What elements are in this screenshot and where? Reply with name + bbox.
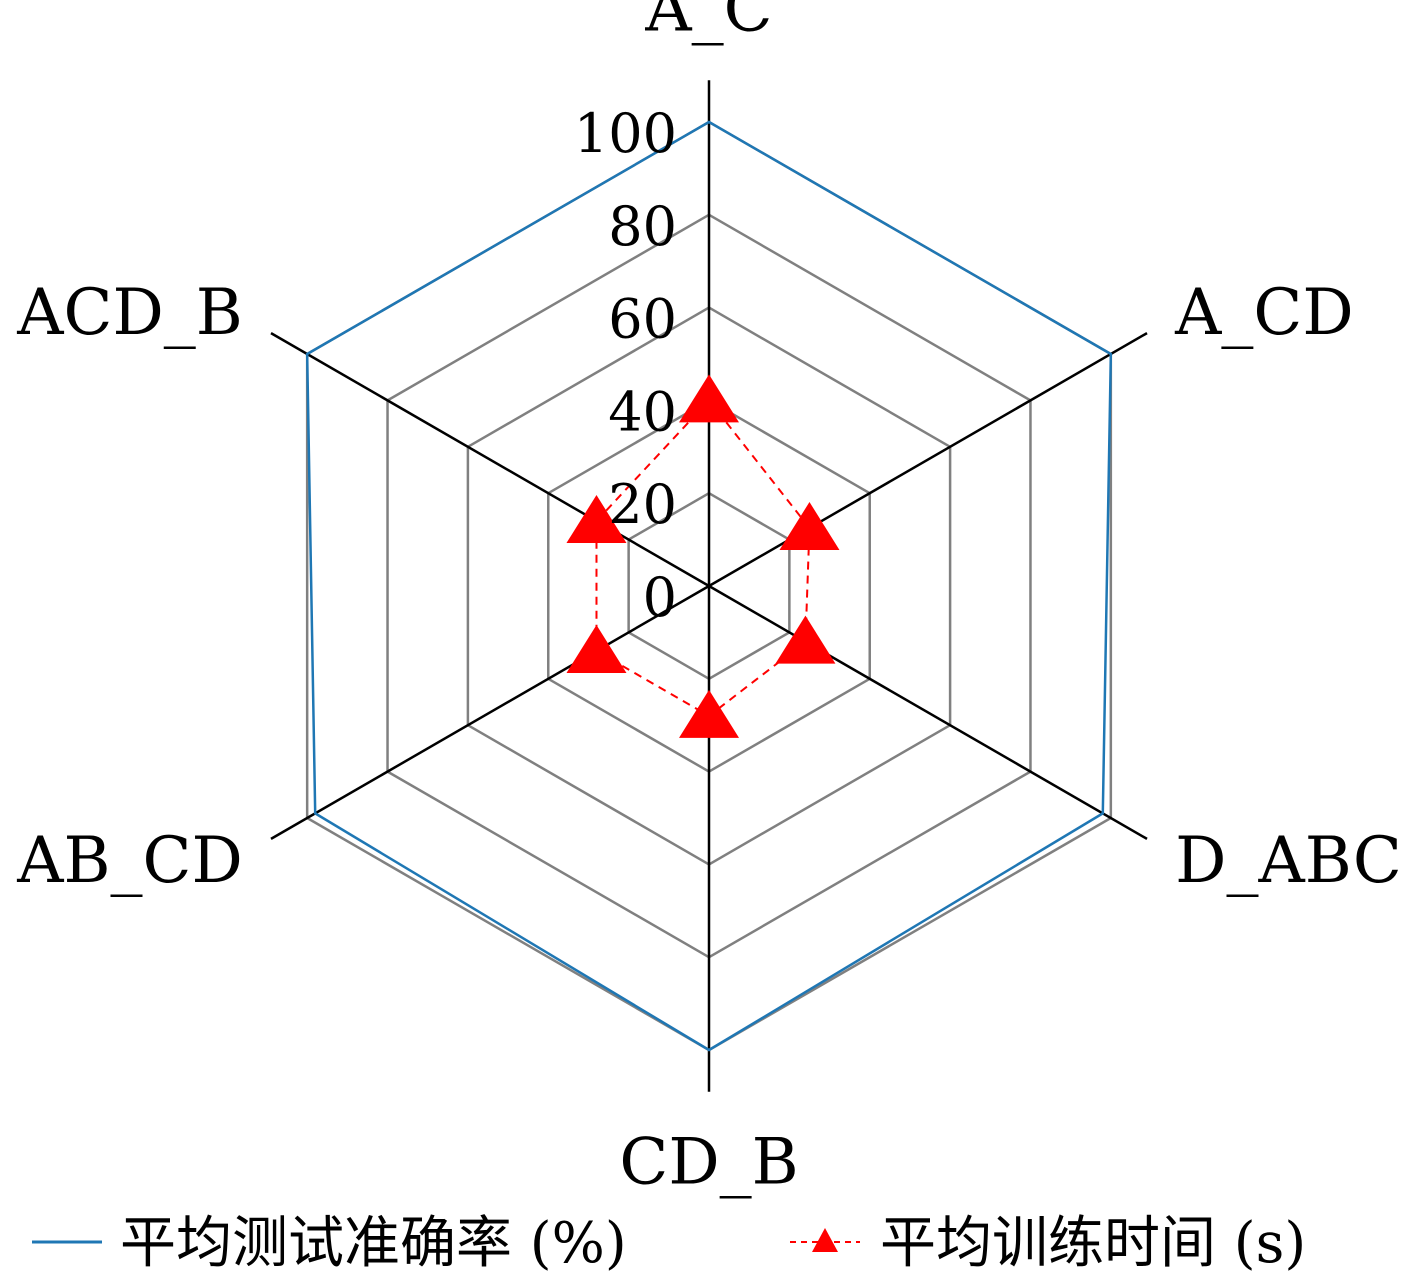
tick-label: 80 bbox=[608, 195, 677, 258]
series-line-0 bbox=[305, 120, 1113, 1052]
legend: 平均测试准确率 (%) 平均训练时间 (s) bbox=[32, 1211, 1306, 1276]
series-marker-1 bbox=[566, 495, 627, 544]
axis-label: A_C bbox=[644, 0, 772, 46]
series-marker-1 bbox=[679, 689, 739, 738]
series-marker-1 bbox=[679, 374, 739, 423]
series-marker-1 bbox=[566, 624, 627, 673]
tick-label: 40 bbox=[608, 380, 677, 443]
tick-label: 60 bbox=[608, 288, 677, 351]
legend-label-time: 平均训练时间 (s) bbox=[880, 1211, 1306, 1276]
axis-label: CD_B bbox=[619, 1126, 798, 1200]
legend-label-accuracy: 平均测试准确率 (%) bbox=[120, 1211, 627, 1276]
axis-spoke bbox=[708, 332, 1148, 588]
radial-tick-labels: 0 20 40 60 80 100 bbox=[574, 102, 677, 629]
tick-label: 0 bbox=[643, 566, 677, 629]
axis-label: ACD_B bbox=[16, 276, 243, 350]
axis-spoke bbox=[270, 584, 710, 840]
legend-marker-time bbox=[812, 1228, 838, 1252]
tick-label: 20 bbox=[608, 473, 677, 536]
radar-series bbox=[305, 120, 1113, 1052]
axis-spoke bbox=[270, 332, 710, 588]
axis-label: D_ABC bbox=[1175, 824, 1402, 898]
axis-label: A_CD bbox=[1174, 276, 1354, 350]
series-marker-1 bbox=[779, 502, 840, 550]
axis-labels: A_C A_CD D_ABC CD_B AB_CD ACD_B bbox=[16, 0, 1402, 1200]
radar-spokes bbox=[270, 80, 1148, 1092]
axis-label: AB_CD bbox=[16, 824, 243, 898]
tick-label: 100 bbox=[574, 102, 677, 165]
axis-spoke bbox=[708, 584, 1148, 840]
series-marker-1 bbox=[775, 615, 836, 664]
